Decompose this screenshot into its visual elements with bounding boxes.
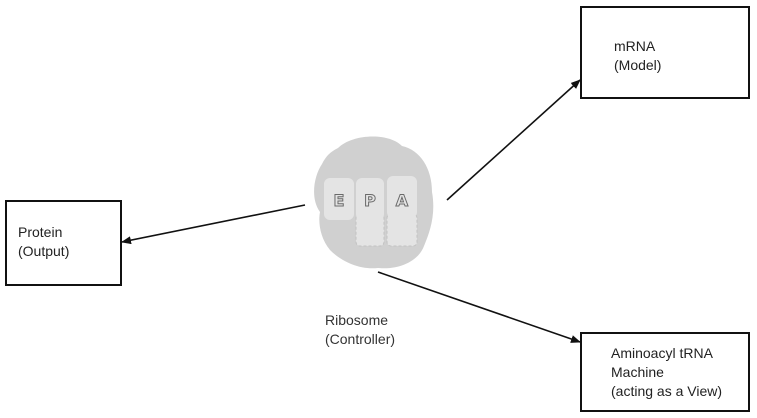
a-site-lower [386,213,418,247]
trna-title: Aminoacyl tRNA [611,345,713,361]
e-site-label: E [334,191,345,210]
protein-output-box: Protein (Output) [5,200,122,286]
ribosome-caption: Ribosome (Controller) [325,311,395,349]
ribosome-title: Ribosome [325,312,389,328]
protein-output-text: Protein (Output) [18,223,69,261]
ribosome-subtitle: (Controller) [325,331,396,347]
arrow-to-protein [121,204,306,245]
protein-title: Protein [18,224,63,240]
mrna-model-text: mRNA (Model) [614,37,661,75]
arrow-to-mrna [446,79,581,201]
p-site-slot [356,178,384,220]
protein-subtitle: (Output) [18,243,70,259]
a-site-slot [387,176,417,218]
p-site-label: P [364,191,376,210]
trna-view-box: Aminoacyl tRNA Machine (acting as a View… [580,332,750,412]
mrna-subtitle: (Model) [614,57,662,73]
trna-subtitle: (acting as a View) [611,383,723,399]
mrna-model-box: mRNA (Model) [580,6,750,99]
e-site-slot [324,178,354,220]
mrna-title: mRNA [614,38,656,54]
arrow-to-trna [377,271,581,343]
trna-view-text: Aminoacyl tRNA Machine (acting as a View… [611,344,722,401]
trna-line2: Machine [611,364,664,380]
a-site-label: A [396,191,409,210]
ribosome-shape: E P A [314,136,434,269]
